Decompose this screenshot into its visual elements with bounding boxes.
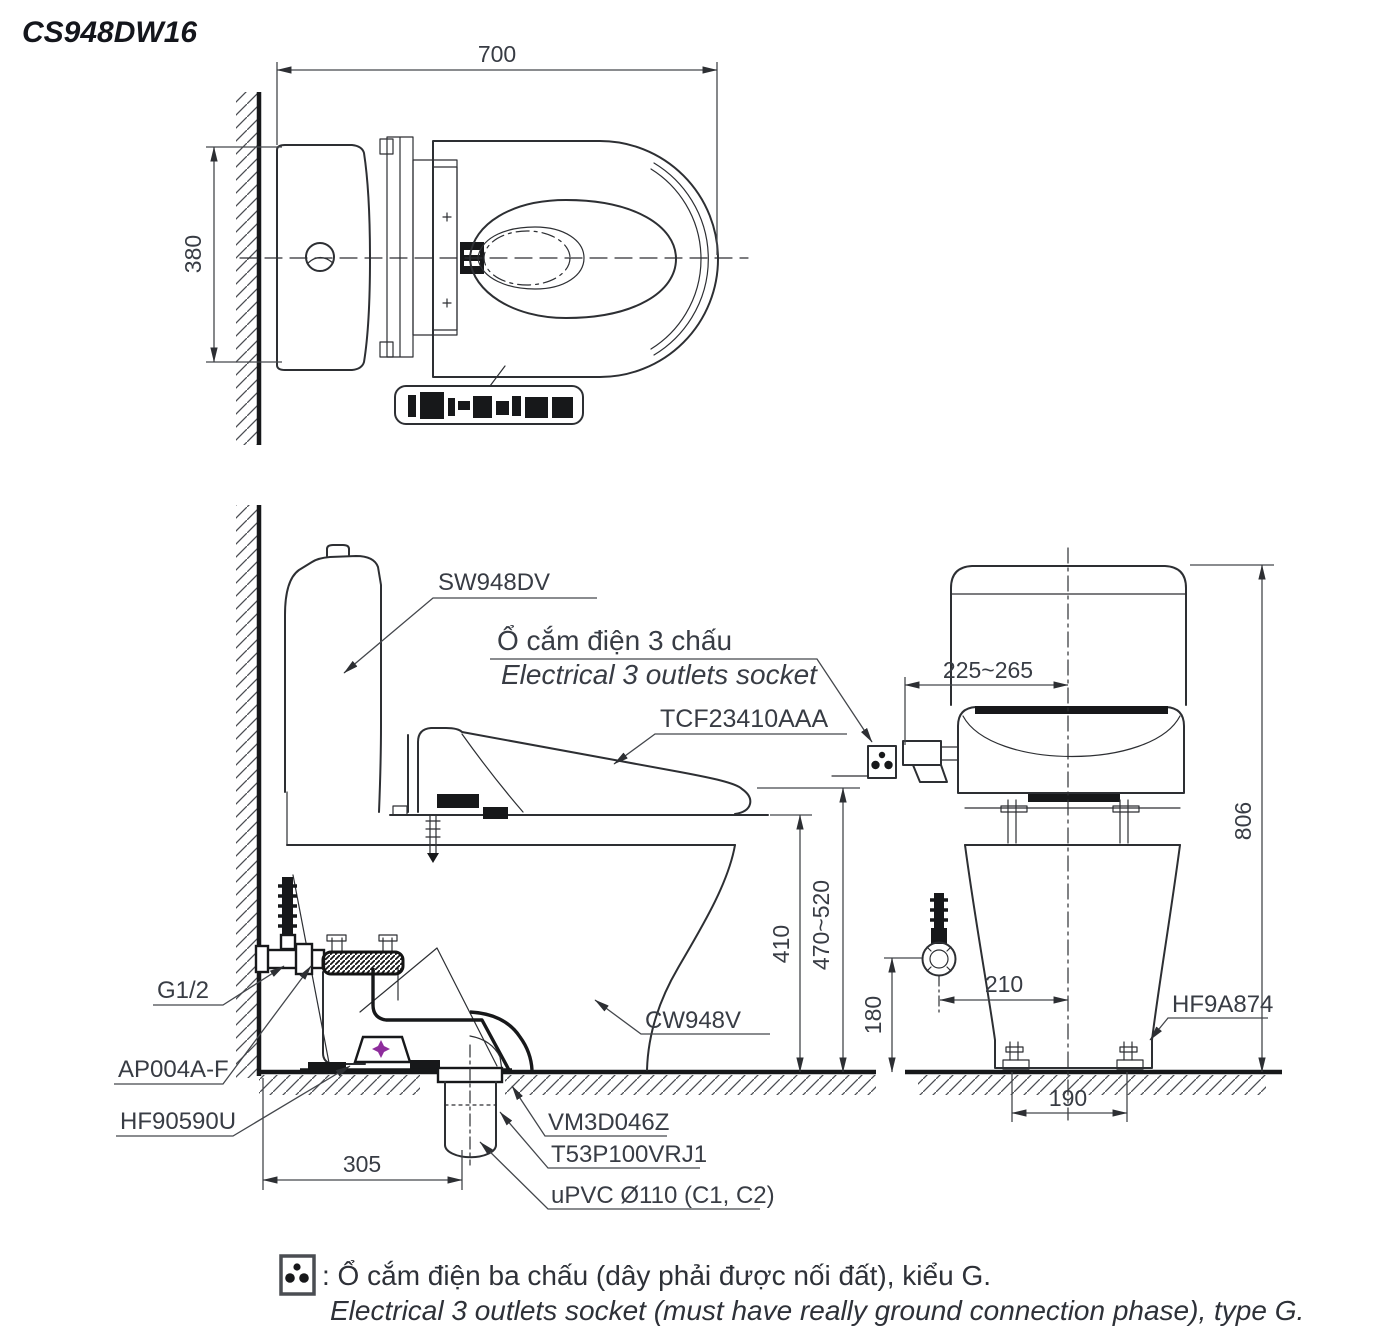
supply-valve-front [921,893,957,1015]
tank-front [950,565,1187,706]
remote-panel [394,385,584,425]
label-tcf23410aaa: TCF23410AAA [660,705,828,733]
bowl-opening [469,199,677,319]
page-title: CS948DW16 [22,16,197,49]
dim-180: 180 [860,996,886,1034]
label-hf9a874: HF9A874 [1172,991,1273,1018]
socket-icon [871,751,893,770]
legend-note: : Ổ cắm điện ba chấu (dây phải được nối … [279,1254,1304,1326]
drain-center-mark [372,1040,390,1058]
seat-bolts [1000,799,1140,844]
legend-socket-icon [285,1263,309,1283]
dim-210: 210 [985,971,1023,997]
fill-valve [321,934,405,976]
wall-hatch-side [236,505,259,1078]
bowl-front-edge [646,844,736,1071]
flush-knob [305,242,335,272]
label-socket-vi: Ổ cắm điện 3 chấu [497,625,732,656]
top-view-dimensions: 700 380 [180,41,718,363]
wall-hatch-top [236,92,259,445]
side-view-labels: SW948DV Ổ cắm điện 3 chấu Electrical 3 o… [114,569,873,1210]
dim-190: 190 [1049,1085,1087,1111]
top-view: 700 380 [180,41,749,445]
side-view: 410 470~520 305 SW948DV Ổ cắm điện 3 chấ… [114,505,876,1210]
lid-outline [432,140,719,378]
note-en: Electrical 3 outlets socket (must have r… [330,1295,1304,1326]
dim-380: 380 [180,235,206,273]
dim-410: 410 [768,925,794,963]
socket-box [831,745,897,779]
tank-side [284,555,382,813]
label-socket-en: Electrical 3 outlets socket [501,659,818,690]
label-upvc-pipe: uPVC Ø110 (C1, C2) [551,1182,775,1209]
washlet-side [417,727,752,815]
remote-panel-buttons [408,392,573,419]
side-view-dimensions: 410 470~520 305 [262,787,860,1190]
label-t53p100vrj1: T53P100VRJ1 [551,1141,707,1168]
label-g12: G1/2 [157,977,209,1004]
dim-806: 806 [1230,802,1256,840]
floor-bolt-caps [1002,1041,1144,1070]
front-view: 225~265 806 180 210 190 HF9A874 [831,547,1282,1122]
stop-valve [254,877,326,976]
tank-plan [276,144,371,371]
bowl-front-view [964,844,1181,1069]
drain-pipe [436,1010,534,1166]
label-vm3d046z: VM3D046Z [548,1109,669,1136]
label-ap004a-f: AP004A-F [118,1056,229,1083]
label-sw948dv: SW948DV [438,569,550,596]
dim-305: 305 [343,1151,381,1177]
note-vi: : Ổ cắm điện ba chấu (dây phải được nối … [322,1260,991,1291]
plug-unit [902,740,959,783]
dim-225-265: 225~265 [943,657,1033,683]
front-view-dimensions: 225~265 806 180 210 190 [860,564,1274,1122]
washlet-front [957,706,1185,794]
legend-socket-symbol [279,1254,316,1296]
label-cw948v: CW948V [645,1007,741,1034]
dim-470-520: 470~520 [808,880,834,970]
dim-700: 700 [478,41,516,67]
label-hf90590u: HF90590U [120,1108,236,1135]
